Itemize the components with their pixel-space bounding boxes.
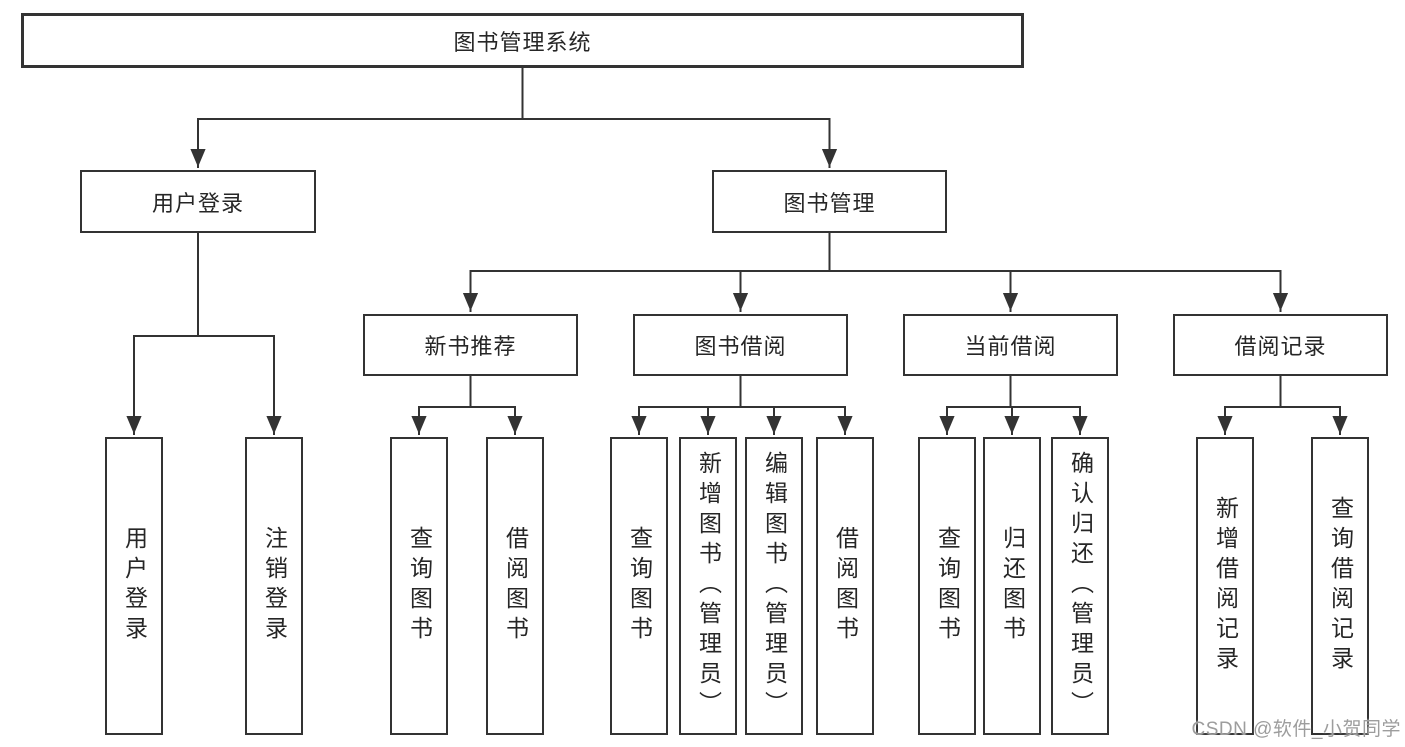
csdn-watermark: CSDN @软件_小贺同学 [1191, 719, 1401, 740]
leaf-borrow-books-borrowing: 借阅图书 [816, 437, 874, 735]
leaf-label: 借阅图书 [832, 526, 859, 646]
leaf-edit-books-admin: 编辑图书（管理员） [745, 437, 803, 735]
node-book-management: 图书管理 [712, 170, 947, 233]
leaf-label: 查询图书 [406, 526, 433, 646]
leaf-label: 借阅图书 [502, 526, 529, 646]
leaf-label: 查询图书 [626, 526, 653, 646]
leaf-user-login: 用户登录 [105, 437, 163, 735]
leaf-return-books: 归还图书 [983, 437, 1041, 735]
leaf-add-books-admin: 新增图书（管理员） [679, 437, 737, 735]
node-borrowing-records: 借阅记录 [1173, 314, 1388, 376]
leaf-label: 新增图书（管理员） [695, 451, 722, 721]
leaf-query-books-recommend: 查询图书 [390, 437, 448, 735]
leaf-query-books-borrowing: 查询图书 [610, 437, 668, 735]
leaf-label: 查询借阅记录 [1327, 496, 1354, 676]
leaf-borrow-books-recommend: 借阅图书 [486, 437, 544, 735]
leaf-label: 新增借阅记录 [1212, 496, 1239, 676]
leaf-confirm-return-admin: 确认归还（管理员） [1051, 437, 1109, 735]
leaf-label: 用户登录 [121, 526, 148, 646]
leaf-query-books-current: 查询图书 [918, 437, 976, 735]
leaf-label: 归还图书 [999, 526, 1026, 646]
node-user-login: 用户登录 [80, 170, 316, 233]
node-book-borrowing: 图书借阅 [633, 314, 848, 376]
leaf-label: 查询图书 [934, 526, 961, 646]
node-current-borrowing: 当前借阅 [903, 314, 1118, 376]
node-library-system: 图书管理系统 [21, 13, 1024, 68]
leaf-label: 编辑图书（管理员） [761, 451, 788, 721]
node-new-book-recommend: 新书推荐 [363, 314, 578, 376]
leaf-add-borrow-record: 新增借阅记录 [1196, 437, 1254, 735]
leaf-label: 确认归还（管理员） [1067, 451, 1094, 721]
leaf-label: 注销登录 [261, 526, 288, 646]
leaf-logout: 注销登录 [245, 437, 303, 735]
leaf-query-borrow-record: 查询借阅记录 [1311, 437, 1369, 735]
